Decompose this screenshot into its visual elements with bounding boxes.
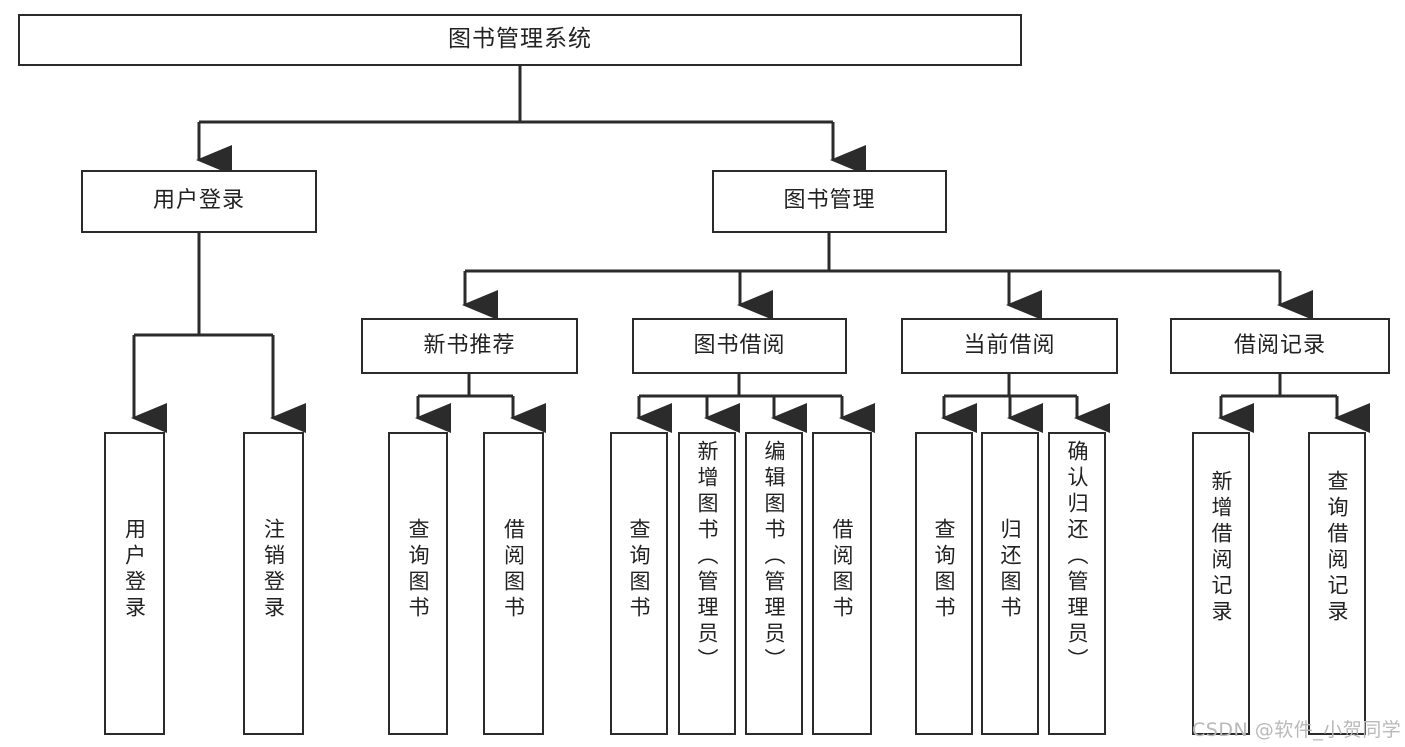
- node-leaf-edit-book[interactable]: 编辑图书（管理员）: [745, 432, 803, 735]
- node-leaf-return-book-label: 归还图书: [998, 518, 1023, 622]
- node-root[interactable]: 图书管理系统: [18, 14, 1022, 66]
- node-user-login[interactable]: 用户登录: [81, 170, 317, 233]
- node-leaf-borrow-book-1[interactable]: 借阅图书: [483, 432, 544, 735]
- node-leaf-borrow-book-1-label: 借阅图书: [501, 518, 526, 622]
- node-leaf-confirm-return-label: 确认归还（管理员）: [1065, 440, 1090, 674]
- node-leaf-user-login-label: 用户登录: [122, 518, 147, 622]
- node-leaf-add-record-label: 新增借阅记录: [1209, 470, 1234, 626]
- node-leaf-query-book-2[interactable]: 查询图书: [610, 432, 668, 735]
- node-leaf-query-book-3[interactable]: 查询图书: [915, 432, 973, 735]
- node-leaf-borrow-book-2[interactable]: 借阅图书: [812, 432, 872, 735]
- node-leaf-logout-login[interactable]: 注销登录: [243, 432, 304, 735]
- node-borrow-record-label: 借阅记录: [1233, 332, 1326, 358]
- node-leaf-logout-login-label: 注销登录: [261, 518, 286, 622]
- node-leaf-add-record[interactable]: 新增借阅记录: [1192, 432, 1250, 735]
- node-book-borrow[interactable]: 图书借阅: [632, 318, 847, 374]
- node-leaf-borrow-book-2-label: 借阅图书: [830, 518, 855, 622]
- node-leaf-query-book-3-label: 查询图书: [932, 518, 957, 622]
- node-leaf-query-record-label: 查询借阅记录: [1325, 470, 1350, 626]
- node-leaf-query-book-1-label: 查询图书: [406, 518, 431, 622]
- node-current-borrow-label: 当前借阅: [963, 332, 1056, 358]
- node-new-book-rec-label: 新书推荐: [423, 332, 516, 358]
- node-root-label: 图书管理系统: [448, 26, 592, 53]
- node-leaf-add-book[interactable]: 新增图书（管理员）: [678, 432, 736, 735]
- node-leaf-query-book-1[interactable]: 查询图书: [388, 432, 448, 735]
- node-leaf-confirm-return[interactable]: 确认归还（管理员）: [1048, 432, 1106, 735]
- node-leaf-user-login[interactable]: 用户登录: [104, 432, 165, 735]
- node-leaf-query-book-2-label: 查询图书: [627, 518, 652, 622]
- node-leaf-query-record[interactable]: 查询借阅记录: [1308, 432, 1366, 735]
- node-leaf-add-book-label: 新增图书（管理员）: [695, 440, 720, 674]
- node-book-manage-label: 图书管理: [783, 188, 876, 214]
- node-borrow-record[interactable]: 借阅记录: [1170, 318, 1390, 374]
- node-user-login-label: 用户登录: [152, 188, 245, 214]
- node-leaf-edit-book-label: 编辑图书（管理员）: [762, 440, 787, 674]
- watermark-text: CSDN @软件_小贺同学: [1192, 719, 1402, 741]
- node-leaf-return-book[interactable]: 归还图书: [981, 432, 1039, 735]
- node-book-manage[interactable]: 图书管理: [712, 170, 947, 233]
- node-book-borrow-label: 图书借阅: [693, 332, 786, 358]
- node-new-book-rec[interactable]: 新书推荐: [361, 318, 578, 374]
- node-current-borrow[interactable]: 当前借阅: [901, 318, 1118, 374]
